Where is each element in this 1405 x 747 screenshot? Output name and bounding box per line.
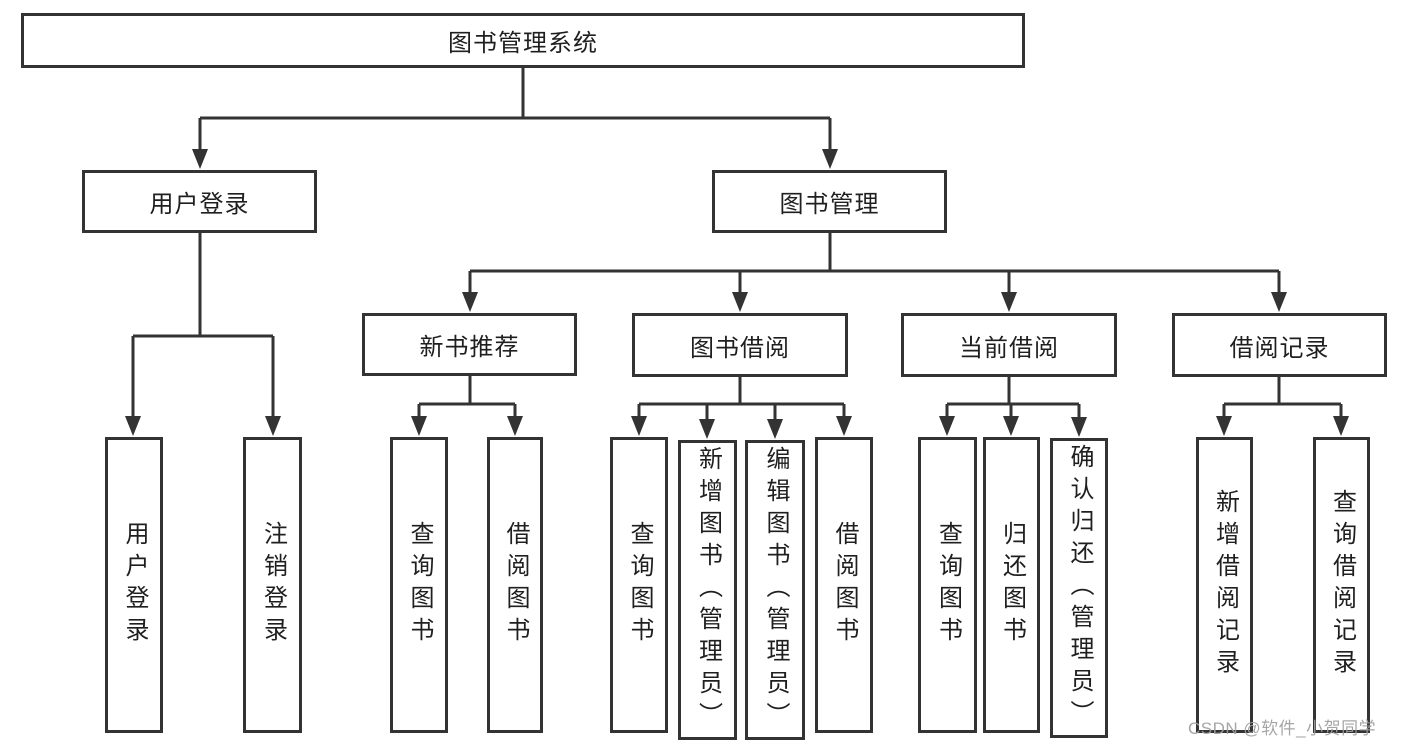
- node-new-book-recommend-label: 新书推荐: [419, 334, 520, 361]
- leaf-return-book-label: 归还图书: [998, 521, 1026, 649]
- leaf-borrow-books-borrow: 借阅图书: [815, 437, 873, 733]
- leaf-query-books-borrow: 查询图书: [610, 437, 668, 733]
- leaf-user-login: 用户登录: [105, 437, 163, 733]
- arrow-down-icons: [125, 149, 1349, 439]
- node-new-book-recommend: 新书推荐: [362, 313, 577, 376]
- node-current-borrow-label: 当前借阅: [959, 334, 1059, 362]
- node-user-login: 用户登录: [82, 170, 317, 233]
- leaf-query-books-recommend: 查询图书: [390, 437, 448, 733]
- leaf-query-books-recommend-label: 查询图书: [406, 521, 433, 649]
- node-book-management-label: 图书管理: [779, 191, 880, 218]
- leaf-logout-label: 注销登录: [259, 521, 287, 649]
- leaf-query-books-current: 查询图书: [918, 437, 977, 733]
- node-book-borrow-label: 图书借阅: [690, 334, 790, 362]
- leaf-edit-book-admin-label: 编辑图书（管理员）: [762, 446, 789, 734]
- leaf-borrow-books-recommend: 借阅图书: [487, 437, 543, 733]
- leaf-query-books-current-label: 查询图书: [934, 521, 962, 649]
- leaf-user-login-label: 用户登录: [121, 521, 148, 649]
- node-root-label: 图书管理系统: [448, 30, 598, 57]
- node-root-system: 图书管理系统: [21, 13, 1025, 68]
- connector-lines: [131, 68, 1343, 421]
- node-user-login-label: 用户登录: [149, 191, 250, 218]
- leaf-query-borrow-record-label: 查询借阅记录: [1328, 489, 1356, 681]
- node-current-borrow: 当前借阅: [901, 313, 1117, 377]
- leaf-add-book-admin: 新增图书（管理员）: [678, 440, 737, 740]
- node-book-borrow: 图书借阅: [632, 313, 848, 377]
- node-book-management: 图书管理: [712, 170, 947, 233]
- leaf-add-book-admin-label: 新增图书（管理员）: [694, 446, 722, 734]
- leaf-query-books-borrow-label: 查询图书: [626, 521, 653, 649]
- leaf-add-borrow-record: 新增借阅记录: [1196, 437, 1253, 733]
- node-borrow-record-label: 借阅记录: [1229, 334, 1330, 362]
- leaf-logout: 注销登录: [243, 437, 302, 733]
- csdn-watermark: CSDN @软件_小贺同学: [1188, 719, 1377, 738]
- leaf-query-borrow-record: 查询借阅记录: [1313, 437, 1370, 733]
- leaf-borrow-books-recommend-label: 借阅图书: [502, 521, 529, 649]
- leaf-confirm-return-admin: 确认归还（管理员）: [1050, 438, 1108, 738]
- leaf-borrow-books-borrow-label: 借阅图书: [831, 521, 858, 649]
- leaf-confirm-return-admin-label: 确认归还（管理员）: [1066, 444, 1093, 732]
- node-borrow-record: 借阅记录: [1172, 313, 1387, 377]
- leaf-return-book: 归还图书: [983, 437, 1040, 733]
- leaf-edit-book-admin: 编辑图书（管理员）: [745, 440, 805, 740]
- leaf-add-borrow-record-label: 新增借阅记录: [1211, 489, 1239, 681]
